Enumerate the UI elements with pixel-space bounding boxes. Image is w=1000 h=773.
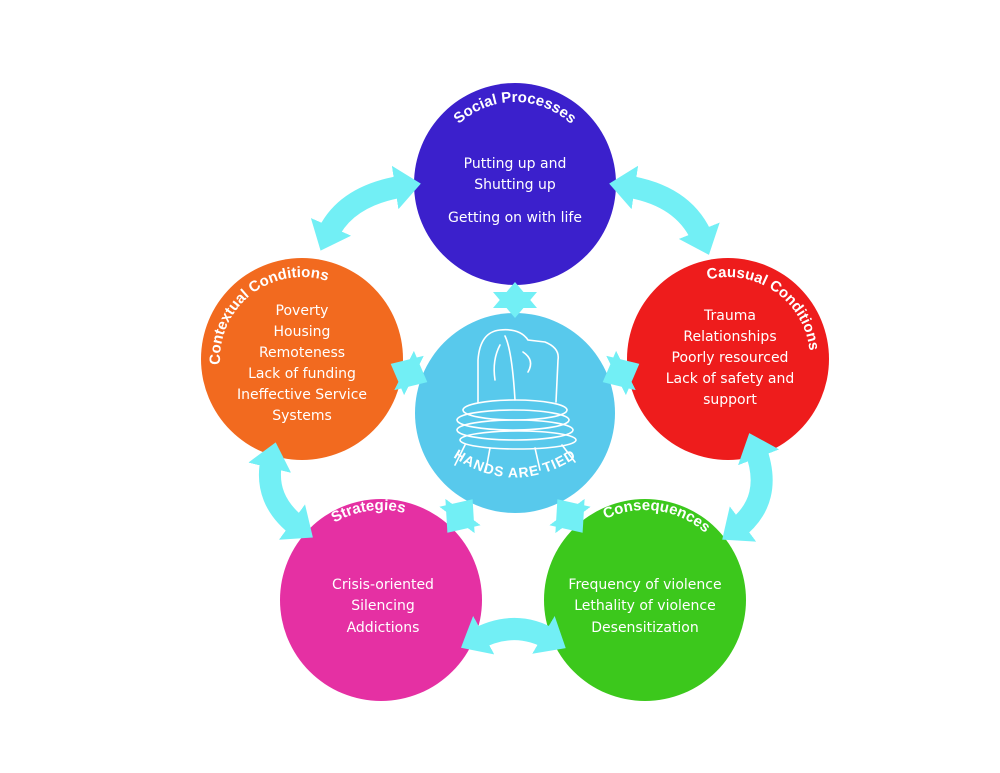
contextual-line: Poverty [276,303,329,319]
causal-line: Relationships [683,329,776,345]
consequences-line: Lethality of violence [574,598,715,614]
social-processes-circle [414,83,616,285]
consequences-line: Frequency of violence [568,577,721,593]
social-line: Shutting up [474,177,556,193]
social-line: Getting on with life [448,210,582,226]
contextual-line: Housing [274,324,331,340]
causal-conditions-circle [627,258,829,460]
strategies-line: Silencing [351,598,415,614]
arrow-causal-consequences [722,433,780,542]
arrow-center-causal [602,350,640,396]
arrow-social-contextual [310,165,421,251]
contextual-conditions-circle [201,258,403,460]
strategies-circle [280,499,482,701]
consequences-circle [544,499,746,701]
arrow-social-causal [609,165,720,255]
arrow-strategies-contextual [248,442,313,540]
arrow-consequences-strategies [460,615,566,655]
tied-hands-icon [454,328,577,471]
contextual-line: Systems [272,408,332,424]
causal-line: support [703,392,757,408]
causal-line: Lack of safety and [666,371,795,387]
causal-line: Trauma [703,308,756,324]
hands-are-tied-circle [415,313,615,513]
strategies-line: Crisis-oriented [332,577,434,593]
consequences-line: Desensitization [591,620,698,636]
contextual-line: Lack of funding [248,366,356,382]
contextual-line: Remoteness [259,345,345,361]
arrow-center-consequences [549,498,591,534]
contextual-line: Ineffective Service [237,387,367,403]
strategies-line: Addictions [347,620,420,636]
arrow-center-contextual [390,350,428,396]
arrow-center-strategies [439,498,481,534]
social-line: Putting up and [464,156,567,172]
causal-line: Poorly resourced [672,350,789,366]
